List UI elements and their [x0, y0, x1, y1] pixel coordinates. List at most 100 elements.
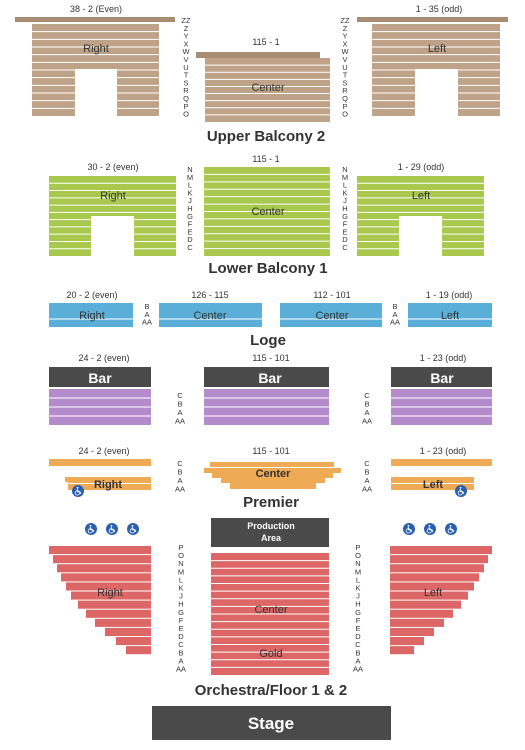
row-label: S [183, 78, 188, 87]
premier-center-row-1 [204, 468, 341, 473]
ub2-left-range: 1 - 35 (odd) [416, 4, 463, 14]
loge-left-range: 1 - 19 (odd) [426, 290, 473, 300]
row-label: B [144, 302, 149, 311]
orchestra-right-row [78, 600, 151, 609]
row-label: N [178, 559, 183, 568]
orchestra-title: Orchestra/Floor 1 & 2 [195, 682, 348, 699]
wheelchair-icon-wheel [129, 528, 135, 534]
row-label: G [355, 608, 361, 617]
premier-center-row-2 [212, 473, 333, 478]
row-label: R [342, 86, 348, 95]
row-label: F [356, 616, 361, 625]
wheelchair-icon [127, 523, 139, 535]
loge-center-left-label: Center [193, 310, 226, 322]
lb1-left-lower-left [357, 216, 399, 256]
bar-right-box [49, 367, 151, 387]
bar-left-label: Bar [430, 370, 454, 386]
lb1-center-label: Center [251, 206, 284, 218]
row-label: F [343, 220, 348, 229]
wheelchair-icon-head [76, 486, 79, 489]
orchestra-left-row [390, 646, 414, 655]
wheelchair-icon [72, 485, 84, 497]
premier-center-label: Center [256, 468, 292, 480]
row-label: B [355, 648, 360, 657]
wheelchair-icon [85, 523, 97, 535]
ub2-left-label: Left [428, 43, 446, 55]
row-label: C [342, 243, 348, 252]
row-label: T [343, 71, 348, 80]
row-label: O [178, 551, 184, 560]
wheelchair-icon-head [459, 486, 462, 489]
lb1-right-lower-left [49, 216, 91, 256]
ub2-center-top-bar [196, 52, 320, 58]
premier-right-step [65, 477, 69, 482]
loge-right-label: Right [79, 310, 105, 322]
wheelchair-icon-wheel [87, 528, 93, 534]
orchestra-right-label: Right [97, 587, 123, 599]
bar-right-label: Bar [88, 370, 112, 386]
row-label: P [178, 543, 183, 552]
loge-center-right-range: 112 - 101 [313, 290, 350, 300]
orchestra-left-row [390, 591, 468, 600]
row-label: ZZ [340, 16, 350, 25]
orchestra-left-row [390, 600, 461, 609]
row-label: R [183, 86, 189, 95]
row-label: V [183, 55, 188, 64]
row-label: Z [184, 24, 189, 33]
row-label: G [178, 608, 184, 617]
lb1-right-label: Right [100, 190, 126, 202]
production-area-line-1: Production [247, 521, 295, 531]
loge-right-range: 20 - 2 (even) [66, 290, 117, 300]
wheelchair-icon-head [131, 524, 134, 527]
row-label: Y [183, 32, 188, 41]
bar-center-label: Bar [258, 370, 282, 386]
row-label: M [178, 567, 184, 576]
premier-center-range: 115 - 101 [252, 446, 289, 456]
row-label: B [392, 302, 397, 311]
row-label: E [342, 227, 347, 236]
row-label: V [342, 55, 347, 64]
row-label: N [342, 165, 347, 174]
row-label: N [187, 165, 192, 174]
row-label: G [342, 212, 348, 221]
orchestra-right-row [66, 582, 151, 591]
row-label: P [183, 102, 188, 111]
row-label: AA [142, 318, 152, 327]
premier-right-range: 24 - 2 (even) [78, 446, 129, 456]
wheelchair-icon-wheel [108, 528, 114, 534]
wheelchair-icon-head [110, 524, 113, 527]
lb1-right-range: 30 - 2 (even) [87, 162, 138, 172]
row-label: N [355, 559, 360, 568]
wheelchair-icon-head [407, 524, 410, 527]
row-label: K [342, 188, 347, 197]
row-label: C [355, 640, 361, 649]
bar-left-box [391, 367, 492, 387]
premier-right-top-row [49, 459, 151, 466]
premier-left-top-row [391, 459, 492, 466]
premier-center-row-3 [221, 478, 325, 483]
loge-center-right-label: Center [315, 310, 348, 322]
orchestra-right-row [53, 555, 151, 564]
row-label: Q [183, 94, 189, 103]
row-label: U [342, 63, 347, 72]
loge-center-left-block [159, 303, 262, 327]
ub2-right-top-bar [15, 17, 175, 22]
row-label: W [182, 47, 190, 56]
orchestra-gold-label: Gold [259, 648, 282, 660]
production-area-box [211, 518, 329, 547]
row-label: L [343, 181, 347, 190]
wheelchair-icon-wheel [74, 490, 80, 496]
premier-right-label: Right [94, 479, 122, 491]
row-label: A [355, 656, 360, 665]
ub2-center-block [205, 58, 330, 122]
row-label: H [187, 204, 192, 213]
ub2-center-range: 115 - 1 [252, 37, 279, 47]
accessible-seating-icons [72, 485, 467, 535]
lb1-title: Lower Balcony 1 [208, 260, 327, 277]
row-label: A [364, 476, 369, 485]
